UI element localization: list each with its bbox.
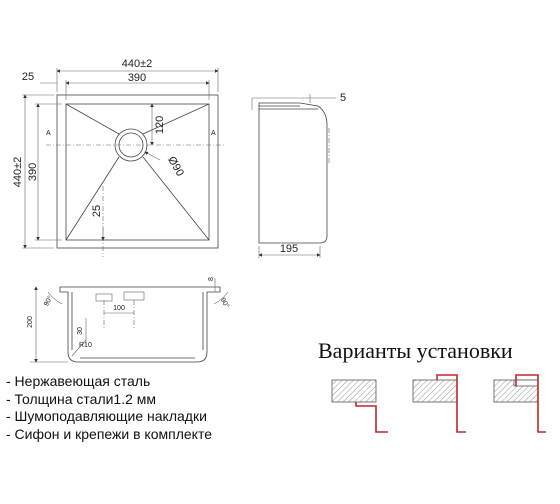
- angle-left-label: 90°: [42, 294, 54, 307]
- section-mark-left: A: [46, 130, 51, 137]
- feature-item: - Нержавеющая сталь: [6, 373, 151, 389]
- feature-list: - Нержавеющая сталь - Толщина стали1.2 м…: [6, 373, 212, 443]
- section-mark-right: A: [211, 130, 216, 137]
- drain-width-label: 100: [113, 305, 125, 312]
- flange-height-label: 5: [340, 92, 346, 104]
- inner-height-label: 390: [27, 163, 39, 181]
- side-view: 5 195: [251, 92, 346, 258]
- feature-item: - Сифон и крепежи в комплекте: [6, 425, 212, 442]
- sink-bowl-inner: [65, 103, 210, 241]
- depth-label: 195: [280, 243, 298, 255]
- flange-label: 25: [22, 71, 34, 83]
- drain-offset-label: 120: [154, 116, 166, 134]
- top-view: 440±2 390 25 440±2 390 120 Ø90 25 A A: [12, 58, 225, 257]
- flange-mark-label: 8: [208, 277, 215, 281]
- radius-label: R10: [79, 342, 92, 349]
- variant-flush-icon: [412, 374, 466, 433]
- drain-height-label: 30: [77, 327, 84, 335]
- variant-undermount-icon: [331, 379, 388, 433]
- feature-item: - Шумоподавляющие накладки: [6, 408, 207, 424]
- overall-height-label: 440±2: [12, 157, 24, 188]
- angle-right-label: 90°: [219, 296, 231, 309]
- bottom-offset-label: 25: [91, 205, 103, 217]
- variant-topmount-icon: [493, 374, 546, 433]
- overall-width-label: 440±2: [122, 58, 153, 70]
- drain-diameter-label: Ø90: [165, 154, 186, 178]
- sink-outline: [56, 94, 219, 249]
- section-height-label: 200: [27, 316, 34, 328]
- installation-variants: [331, 374, 546, 433]
- installation-title: Варианты установки: [318, 338, 513, 363]
- feature-item: - Толщина стали1.2 мм: [6, 390, 157, 407]
- inner-width-label: 390: [128, 72, 146, 84]
- section-view: 100 30 200 R10 8 90° 90°: [27, 277, 231, 363]
